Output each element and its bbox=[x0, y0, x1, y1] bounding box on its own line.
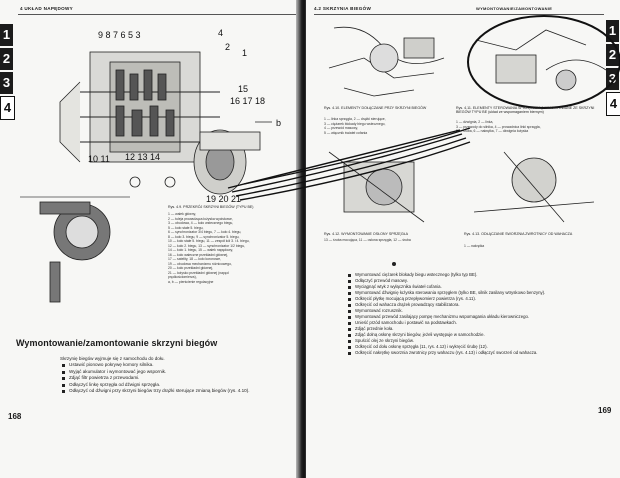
callout-2: 2 bbox=[225, 42, 230, 52]
callout-16-18: 16 17 18 bbox=[230, 96, 265, 106]
legend-line: 3 — obudowa, 4 — koło wstecznego biegu, bbox=[168, 221, 234, 225]
right-page-number: 169 bbox=[598, 406, 612, 415]
figure-4-13-drawing bbox=[473, 151, 595, 223]
figure-4-13-caption: Rys. 4.13. ODŁĄCZANIE SWORZNIA ZWROTNICY… bbox=[464, 232, 573, 236]
callout-12-14: 12 13 14 bbox=[125, 152, 160, 162]
step-item: Odkręcić nakrętkę sworznia zwrotnicy prz… bbox=[346, 350, 608, 356]
step-item: Odłączyć od dźwigni przy skrzyni biegów … bbox=[60, 388, 296, 394]
legend-line: 5 — śruba, 6 — nakrętka, 7 — dźwignia ło… bbox=[456, 129, 529, 133]
legend-line: 17 — satelity, 18 — koło koronowe, bbox=[168, 257, 222, 261]
legend-line: 8 — koło 3. biegu, 9 — synchronizator 5.… bbox=[168, 234, 240, 239]
step-item: Odkręcić od dołu osłonę sprzęgła (11, ry… bbox=[346, 344, 608, 350]
right-page: 4.2 SKRZYNIA BIEGÓW WYMONTOWANIE/ZAMONTO… bbox=[306, 0, 620, 478]
figure-4-10-caption: Rys. 4.10. ELEMENTY DOŁĄCZANE PRZY SKRZY… bbox=[324, 106, 427, 110]
legend-line: 1 — wałek główny, bbox=[168, 212, 197, 216]
right-chapter-tab-2: 2 bbox=[606, 44, 619, 66]
legend-line: a, b — pierścienie regulacyjne bbox=[168, 279, 214, 284]
step-item: Zdjąć dolną osłonę skrzyni biegów, jeżel… bbox=[346, 332, 608, 338]
figure-4-10-legend: 1 — linka sprzęgła, 2 — drążki sterujące… bbox=[324, 117, 454, 135]
legend-line: 10 — koło stałe 5. biegu, 11 — zespół kó… bbox=[168, 239, 250, 243]
callout-15: 15 bbox=[238, 84, 248, 94]
step-item: Wyciągnąć wtyk z wyłącznika świateł cofa… bbox=[346, 284, 608, 290]
step-item: Spuścić olej ze skrzyni biegów. bbox=[346, 338, 608, 344]
figure-4-12-caption: Rys. 4.12. WYMONTOWANIE OSŁONY SPRZĘGŁA bbox=[324, 232, 409, 236]
figure-4-12-legend: 13 — śruba mocująca, 11 — osłona sprzęgł… bbox=[324, 238, 411, 242]
legend-line: 14 — koło 1. biegu, 15 — wałek napędowy, bbox=[168, 248, 233, 252]
left-header-rule bbox=[18, 14, 296, 15]
step-item: Zdjąć przednie koła. bbox=[346, 326, 608, 332]
intro-text: Skrzynię biegów wyjmuje się z samochodu … bbox=[60, 356, 165, 361]
legend-line: 2 — tuleja prowadząca łożyska wyciskowe, bbox=[168, 216, 233, 221]
legend-line: 1 — dźwignia, 2 — linka, bbox=[456, 120, 494, 124]
step-item: Odkręcić od wahacza drążek prowadzący st… bbox=[346, 302, 608, 308]
legend-line: 16 — koło wałeczne przekładni głównej, bbox=[168, 252, 229, 257]
figure-4-9-caption: Rys. 4.9. PRZEKRÓJ SKRZYNI BIEGÓW (TYPU … bbox=[168, 205, 254, 209]
left-steps-list: Ustawić pionowo pokrywę komory silnika.W… bbox=[60, 362, 296, 394]
step-item: Wymontować rozrusznik. bbox=[346, 308, 608, 314]
figure-4-11-legend: 1 — dźwignia, 2 — linka,3 — przewody do … bbox=[456, 120, 606, 134]
step-item: Ustawić pionowo pokrywę komory silnika. bbox=[60, 362, 296, 368]
legend-line: 5 — koło stałe 5. biegu, bbox=[168, 225, 204, 230]
legend-line: 6 — synchronizator 3/4 biegu, 7 — koło 4… bbox=[168, 230, 242, 234]
right-header-rule bbox=[314, 14, 604, 15]
legend-line: 3 — przewody do silnika, 4 — prowadnica … bbox=[456, 124, 541, 129]
separator-dot bbox=[392, 262, 396, 266]
figure-4-11-drawing bbox=[467, 15, 620, 109]
legend-line: 21 — łożysko przekładni głównej (napęd bbox=[168, 270, 229, 275]
step-item: Wymontować ciężarek blokady biegu wstecz… bbox=[346, 272, 608, 278]
legend-line: 19 — obudowa mechanizmu różnicowego, bbox=[168, 261, 232, 266]
step-item: Wymontować przewód zasilający pompę mech… bbox=[346, 314, 608, 320]
legend-line: prędkościomierza), bbox=[168, 275, 197, 279]
step-item: Wyjąć akumulator i wymontować jego wspor… bbox=[60, 369, 296, 375]
legend-line: 1 — linka sprzęgła, 2 — drążki sterujące… bbox=[324, 117, 386, 121]
step-item: Unieść przód samochodu i postawić na pod… bbox=[346, 320, 608, 326]
figure-4-9-legend: 1 — wałek główny,2 — tuleja prowadząca ł… bbox=[168, 212, 296, 284]
gearbox-cross-section-figure: 9 8 7 6 5 3 4 2 1 15 16 17 18 b 10 11 12… bbox=[20, 28, 281, 303]
left-page: 4 UKŁAD NAPĘDOWY 1 2 3 4 bbox=[0, 0, 302, 478]
step-item: Odłączyć przewód masowy. bbox=[346, 278, 608, 284]
chapter-tab-3: 3 bbox=[0, 72, 13, 94]
figure-4-11-caption: Rys. 4.11. ELEMENTY STEROWANIA SPRZĘGŁEM… bbox=[456, 106, 595, 115]
step-item: Odkręcić płytkę mocującą przepływomierz … bbox=[346, 296, 608, 302]
legend-line: 12 — koło 2. biegu, 13 — synchronizator … bbox=[168, 243, 246, 248]
step-item: Wymontować dźwignię łożyska sterowania s… bbox=[346, 290, 608, 296]
right-running-header: 4.2 SKRZYNIA BIEGÓW bbox=[314, 6, 372, 11]
section-title: Wymontowanie/zamontowanie skrzyni biegów bbox=[16, 338, 218, 348]
right-chapter-tab-4: 4 bbox=[606, 92, 620, 116]
legend-line: 4 — przewód masowy, bbox=[324, 126, 359, 130]
legend-line: 3 — ciężarek blokady biegu wstecznego, bbox=[324, 121, 386, 126]
legend-line: 5 — włącznik świateł cofania bbox=[324, 130, 368, 135]
chapter-tab-2: 2 bbox=[0, 48, 13, 70]
right-steps-list: Wymontować ciężarek blokady biegu wstecz… bbox=[346, 272, 608, 356]
step-item: Zdjąć filtr powietrza z przewodami. bbox=[60, 375, 296, 381]
right-chapter-tab-1: 1 bbox=[606, 20, 619, 42]
chapter-tab-1: 1 bbox=[0, 24, 13, 46]
callout-4: 4 bbox=[218, 28, 223, 38]
left-body: Skrzynię biegów wyjmuje się z samochodu … bbox=[60, 356, 296, 394]
chapter-tab-4: 4 bbox=[0, 96, 15, 120]
figure-4-13-legend: 1 — nakrętka bbox=[464, 244, 485, 248]
hand-drawn-circle bbox=[467, 15, 620, 109]
legend-line: 20 — koło przekładni głównej, bbox=[168, 266, 214, 270]
right-header-right: WYMONTOWANIE/ZAMONTOWANIE bbox=[476, 6, 553, 11]
left-page-number: 168 bbox=[8, 412, 22, 421]
figure-4-10-drawing bbox=[328, 26, 445, 97]
step-item: Odłączyć linkę sprzęgła od dźwigni sprzę… bbox=[60, 382, 296, 388]
callout-19-21: 19 20 21 bbox=[206, 194, 241, 204]
left-running-header: 4 UKŁAD NAPĘDOWY bbox=[20, 6, 74, 11]
callout-top: 9 8 7 6 5 3 bbox=[98, 30, 141, 40]
callout-b: b bbox=[276, 118, 281, 128]
callout-1: 1 bbox=[242, 48, 247, 58]
callout-10-11: 10 11 bbox=[88, 154, 110, 164]
